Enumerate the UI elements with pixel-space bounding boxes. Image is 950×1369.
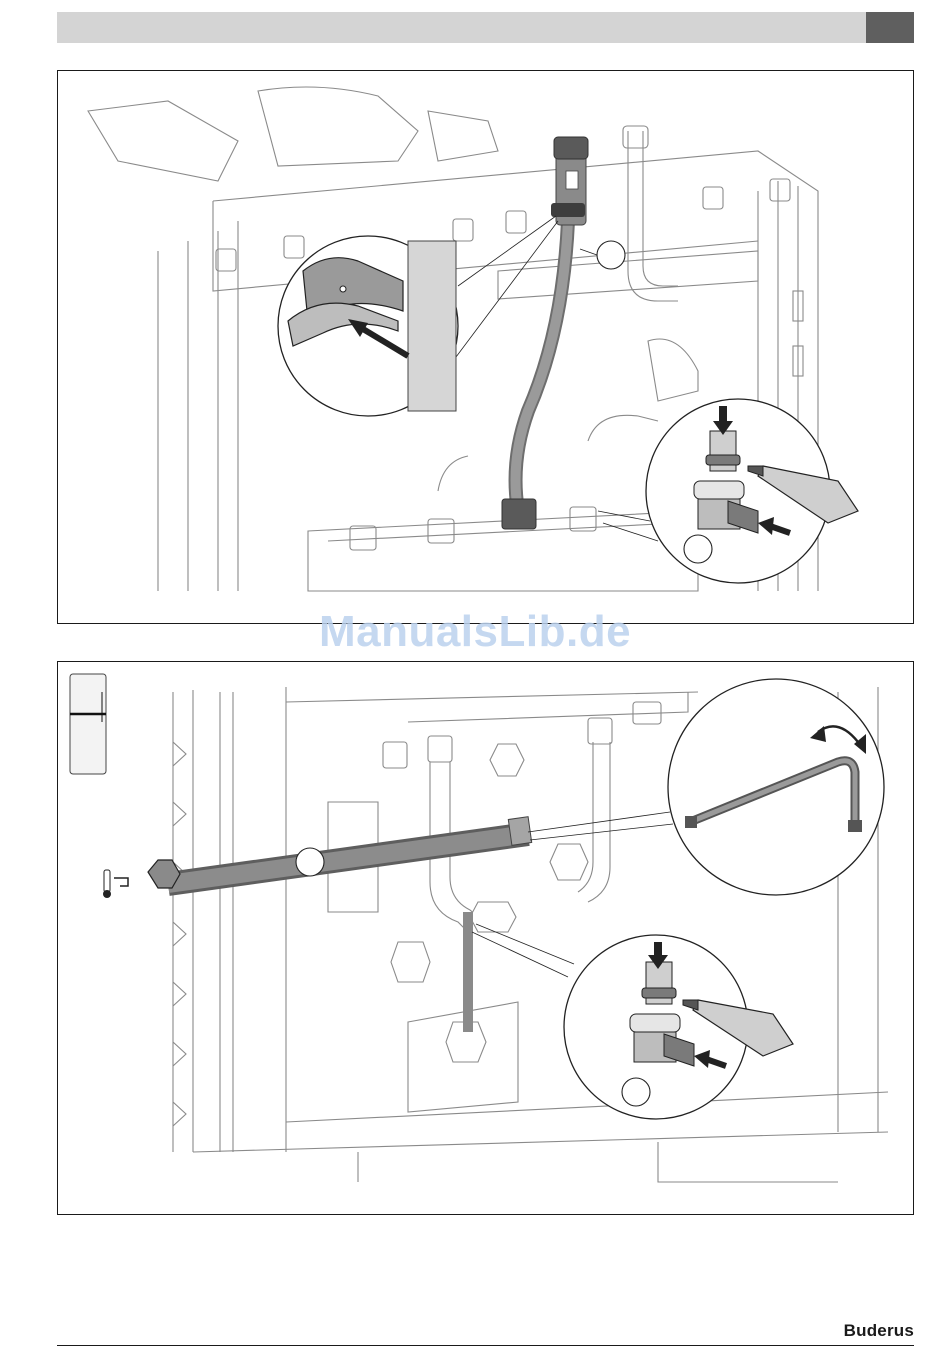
detail-retaining-clip	[278, 216, 558, 416]
callout-marker-pipe	[296, 848, 324, 876]
callout-marker-top	[597, 241, 625, 269]
brand-logo: Buderus	[844, 1321, 914, 1341]
footer-rule	[57, 1345, 914, 1346]
callout-marker-detail-2	[622, 1078, 650, 1106]
temperature-tap-icon	[103, 870, 128, 898]
figure-installation-step-1	[57, 70, 914, 624]
detail-pipe-connector	[598, 399, 858, 583]
header-bar	[57, 12, 866, 43]
watermark: ManualsLib.de	[0, 604, 950, 660]
callout-marker-detail	[684, 535, 712, 563]
detail-pipe-connector-2	[472, 924, 793, 1119]
illustration-hydraulic-connection-1	[58, 71, 915, 625]
figure-installation-step-2	[57, 661, 914, 1215]
level-gauge-icon	[70, 674, 106, 774]
illustration-hydraulic-connection-2	[58, 662, 915, 1216]
header-page-tab	[866, 12, 914, 43]
